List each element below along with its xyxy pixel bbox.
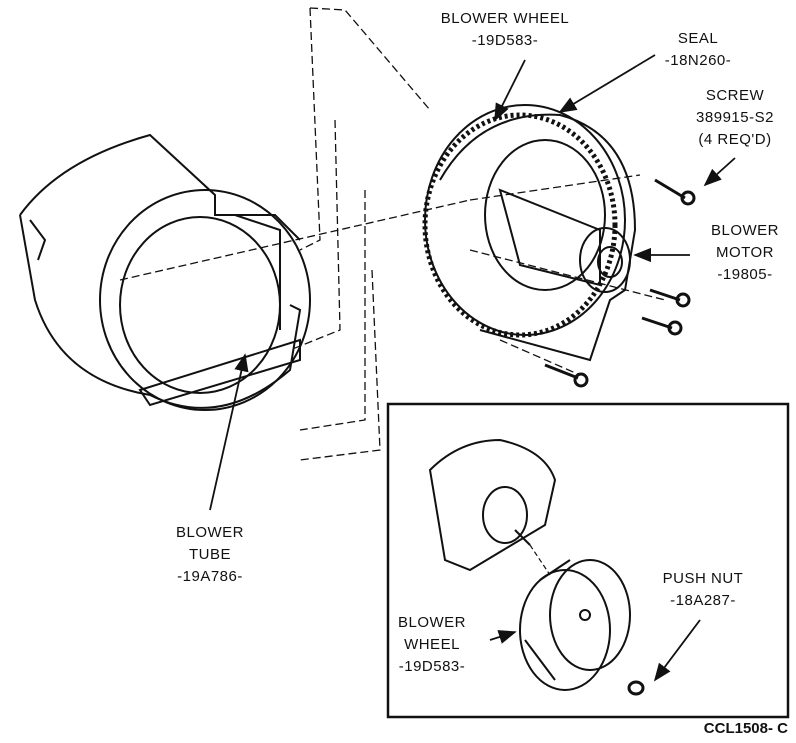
label-quantity: (4 REQ'D) — [698, 131, 772, 148]
alignment-lines — [119, 7, 666, 461]
label-name: WHEEL — [404, 636, 460, 653]
label-push-nut: PUSH NUT -18A287- — [663, 568, 744, 612]
label-part-number: -19D583- — [398, 658, 466, 675]
label-blower-motor: BLOWER MOTOR -19805- — [711, 220, 779, 286]
label-name: BLOWER — [175, 524, 245, 541]
blower-motor-assembly — [422, 104, 637, 362]
label-part-number: -19D583- — [471, 32, 539, 49]
blower-tube-housing — [19, 133, 311, 411]
label-part-number: -18A287- — [670, 592, 736, 609]
label-part-number: -19805- — [717, 266, 773, 283]
label-name: SCREW — [705, 87, 765, 104]
figure-code: CCL1508- C — [703, 720, 788, 737]
label-part-number: 389915-S2 — [696, 109, 774, 126]
inset-motor-plate — [428, 438, 557, 576]
label-seal: SEAL -18N260- — [665, 28, 732, 72]
label-inset-blower-wheel: BLOWER WHEEL -19D583- — [398, 612, 466, 678]
label-name: MOTOR — [715, 244, 775, 261]
label-name: BLOWER — [710, 222, 780, 239]
label-screw: SCREW 389915-S2 (4 REQ'D) — [696, 85, 774, 151]
label-part-number: -18N260- — [664, 52, 732, 69]
label-name: TUBE — [188, 546, 232, 563]
detail-inset-frame — [386, 402, 790, 719]
label-blower-tube: BLOWER TUBE -19A786- — [176, 522, 244, 588]
label-blower-wheel: BLOWER WHEEL -19D583- — [441, 8, 570, 52]
screws — [544, 178, 696, 388]
label-name: BLOWER WHEEL — [440, 10, 570, 27]
inset-push-nut — [627, 680, 645, 696]
label-name: PUSH NUT — [662, 570, 744, 587]
label-name: BLOWER — [397, 614, 467, 631]
label-part-number: -19A786- — [177, 568, 243, 585]
label-name: SEAL — [677, 30, 719, 47]
inset-blower-wheel — [519, 559, 631, 691]
leader-arrows — [209, 54, 736, 682]
